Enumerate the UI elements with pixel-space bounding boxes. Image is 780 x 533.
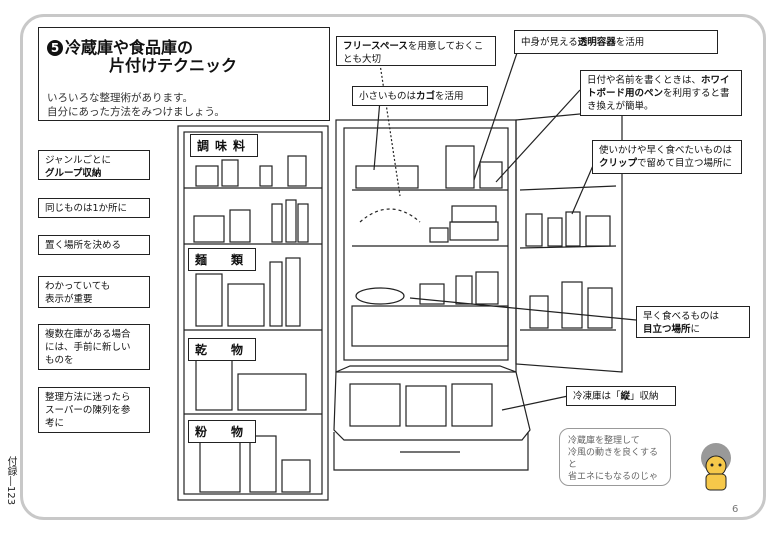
eco-mascot-illustration [701, 443, 731, 491]
label-seasonings: 調味料 [190, 134, 259, 157]
tip-transparent-container: 中身が見える透明容器を活用 [514, 30, 718, 54]
tip-whiteboard-pen: 日付や名前を書くときは、ホワイトボード用のペンを利用すると書き換えが簡単。 [580, 70, 742, 116]
tip-clip: 使いかけや早く食べたいものはクリップで留めて目立つ場所に [592, 140, 742, 174]
mascot-speech-bubble: 冷蔵庫を整理して 冷風の動きを良くすると 省エネにもなるのじゃ [559, 428, 671, 486]
page-number: 6 [732, 504, 739, 515]
page-frame [20, 14, 766, 520]
tip-fixed-location: 置く場所を決める [38, 235, 150, 255]
label-flour: 粉 物 [188, 420, 257, 443]
tip-free-space: フリースペースを用意しておくことも大切 [336, 36, 496, 66]
appendix-page-label: 付録―123 [5, 456, 16, 506]
tip-basket: 小さいものはカゴを活用 [352, 86, 488, 106]
tip-multiple-stock: 複数在庫がある場合 には、手前に新しい ものを [38, 324, 150, 370]
description-line2: 自分にあった方法をみつけましょう。 [47, 106, 225, 118]
label-noodles: 麺 類 [188, 248, 257, 271]
title-line2: 片付けテクニック [109, 56, 238, 75]
title-text-1: 冷蔵庫や食品庫の [65, 38, 194, 57]
tip-group-storage: ジャンルごとに グループ収納 [38, 150, 150, 180]
tip-freezer-vertical: 冷凍庫は「縦」収納 [566, 386, 676, 406]
tip-eat-soon: 早く食べるものは 目立つ場所に [636, 306, 750, 338]
tip-supermarket: 整理方法に迷ったら スーパーの陳列を参 考に [38, 387, 150, 433]
description-line1: いろいろな整理術があります。 [47, 92, 193, 104]
section-number: 5 [47, 40, 63, 56]
tip-labeling: わかっていても 表示が重要 [38, 276, 150, 308]
pantry-cabinet-outline [177, 125, 329, 501]
label-dried-goods: 乾 物 [188, 338, 257, 361]
freezer-drawer-outline [333, 365, 531, 441]
tip-same-place: 同じものは1か所に [38, 198, 150, 218]
